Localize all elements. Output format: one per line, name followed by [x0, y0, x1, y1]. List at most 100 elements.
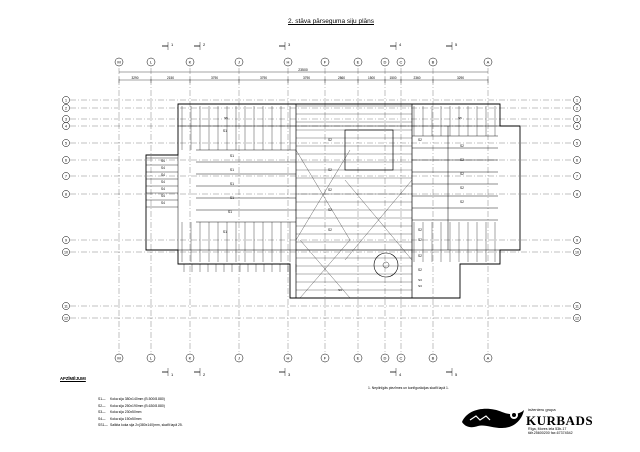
row-label-left: 5: [65, 141, 67, 145]
legend-text: Koka sija 380x140mm (B.500/8.880): [110, 397, 165, 401]
axis-label-bottom: A: [487, 356, 490, 361]
axis-bubble: [320, 57, 330, 67]
section-label-top: 2: [203, 42, 206, 47]
axis-bubble: [185, 57, 195, 67]
beam-label: S4: [161, 159, 165, 163]
axis-bubble: [380, 57, 390, 67]
axis-bubble: [114, 353, 124, 363]
beam-label: S3: [338, 288, 342, 292]
overall-dimension: 23500: [298, 68, 308, 72]
row-label-left: 3: [65, 117, 67, 121]
dimension-value: 1500: [368, 76, 375, 80]
axis-label-top: E: [357, 60, 360, 65]
dimension-value: 2150: [167, 76, 174, 80]
row-label-right: 3: [576, 117, 578, 121]
axis-label-top: A: [487, 60, 490, 65]
beam-label: S3: [418, 284, 422, 288]
row-label-right: 6: [576, 158, 578, 162]
legend-code: S1—: [98, 397, 106, 401]
beam-label: S2: [418, 268, 422, 272]
axis-label-bottom: J: [238, 356, 240, 361]
dimension-value: 3790: [211, 76, 218, 80]
phone-line: tālr.25600200 fax.67374542: [528, 431, 573, 436]
general-note: 1. Nepilnīgās piezīmes un konfigurācijas…: [368, 386, 449, 390]
beam-label: S2: [460, 158, 464, 162]
axis-bubble: [320, 353, 330, 363]
beam-label: S1: [230, 168, 234, 172]
beam-label: S4: [161, 194, 165, 198]
beam-label: S2: [328, 228, 332, 232]
beam-label: S2: [328, 188, 332, 192]
beam-label: S1: [230, 182, 234, 186]
axis-bubble: [114, 57, 124, 67]
beam-label: S2: [418, 238, 422, 242]
brand-subtitle: inženieru grupa: [528, 407, 556, 412]
legend-item: S2—Koka sija 250x190mm (B.630/8.880): [98, 403, 183, 410]
row-label-right: 12: [575, 316, 579, 320]
row-bubble: [62, 96, 70, 104]
row-label-right: 4: [576, 124, 578, 128]
section-label-bottom: 2: [203, 372, 206, 377]
axis-label-bottom: M: [117, 356, 120, 361]
row-bubble: [573, 190, 581, 198]
row-bubble: [62, 156, 70, 164]
row-bubble: [62, 314, 70, 322]
dimension-value: 1500: [389, 76, 396, 80]
legend-item: SS1—Salikta koka sija 2x(380x140)mm, ska…: [98, 422, 183, 429]
section-label-bottom: 4: [399, 372, 402, 377]
dimension-value: 3790: [303, 76, 310, 80]
beam-label: S2: [328, 138, 332, 142]
axis-bubble: [353, 353, 363, 363]
axis-bubble: [146, 353, 156, 363]
legend-item: S4—Koka sija 150x50mm: [98, 416, 183, 423]
central-diagonals: [295, 149, 413, 299]
row-label-left: 8: [65, 192, 67, 196]
row-bubble: [62, 172, 70, 180]
beam-label: S3: [418, 278, 422, 282]
axis-bubble: [483, 353, 493, 363]
axis-bubble: [428, 353, 438, 363]
row-label-right: 7: [576, 174, 578, 178]
beam-label: S1: [230, 196, 234, 200]
row-bubble: [573, 302, 581, 310]
axis-bubble: [353, 57, 363, 67]
brand-name: KURBADS: [526, 413, 594, 428]
row-bubble: [573, 236, 581, 244]
row-label-right: 11: [575, 304, 579, 308]
axis-bubble: [396, 353, 406, 363]
section-label-bottom: 5: [455, 372, 458, 377]
beam-label: S2: [328, 168, 332, 172]
row-label-right: 1: [576, 98, 578, 102]
legend-text: Koka sija 150x50mm: [110, 416, 142, 421]
row-label-left: 1: [65, 98, 67, 102]
beam-label: S4: [161, 187, 165, 191]
brand-address: Rīga, Mores iela 53b-17 tālr.25600200 fa…: [528, 427, 573, 436]
beam-label: S2: [418, 138, 422, 142]
drawing-title: 2. stāva pārseguma siju plāns: [288, 18, 374, 25]
row-label-left: 9: [65, 238, 67, 242]
axis-label-top: H: [287, 60, 290, 65]
row-bubble: [62, 104, 70, 112]
axis-bubble: [234, 353, 244, 363]
row-label-left: 2: [65, 106, 67, 110]
beam-label: S2: [460, 172, 464, 176]
row-label-left: 12: [64, 316, 68, 320]
row-bubble: [62, 122, 70, 130]
row-bubble: [62, 236, 70, 244]
beam-label: S5: [458, 116, 462, 120]
axis-label-bottom: H: [287, 356, 290, 361]
row-label-right: 8: [576, 192, 578, 196]
axis-label-bottom: E: [357, 356, 360, 361]
axis-label-top: C: [400, 60, 403, 65]
axis-bubble: [380, 353, 390, 363]
legend-item: S1— Koka sija 380x140mm (B.500/8.880): [98, 396, 183, 403]
beam-label: S2: [418, 228, 422, 232]
axis-label-bottom: F: [324, 356, 327, 361]
beam-label: S2: [460, 186, 464, 190]
axis-label-bottom: L: [150, 356, 153, 361]
dimension-value: 3290: [131, 76, 138, 80]
dimension-value: 2360: [413, 76, 420, 80]
dimension-value: 3790: [260, 76, 267, 80]
